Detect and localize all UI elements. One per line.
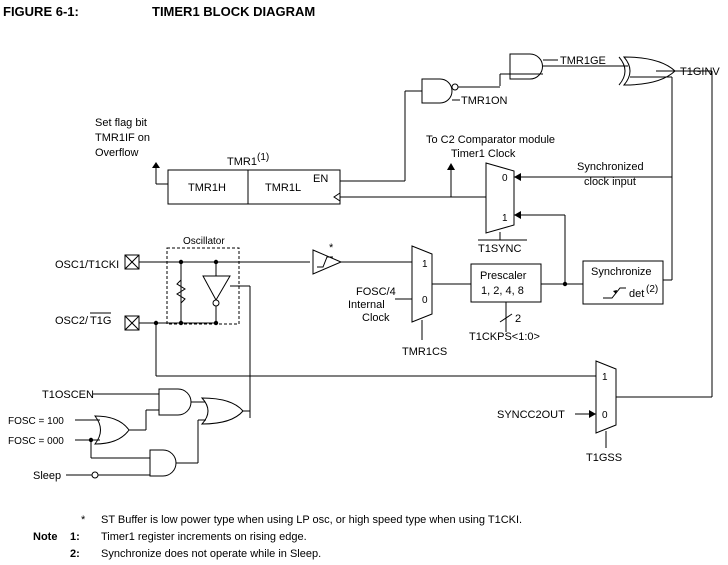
note-2-num: 2: — [70, 548, 80, 560]
label-sleep: Sleep — [33, 470, 61, 482]
tmr1h-register — [167, 169, 249, 205]
label-det-sup: (2) — [646, 284, 658, 295]
label-flag-1: Set flag bit — [95, 117, 147, 129]
mux-t1gss — [595, 360, 617, 434]
and-gate-tmr1ge — [509, 53, 543, 80]
label-prescaler-values: 1, 2, 4, 8 — [481, 285, 524, 297]
oscillator-box — [166, 247, 240, 325]
and-gate-sleep — [149, 449, 177, 477]
label-sync-in-2: clock input — [584, 176, 636, 188]
label-flag-3: Overflow — [95, 147, 138, 159]
label-t1sync: T1SYNC — [478, 243, 521, 255]
mux-t1gss-in0: 0 — [602, 410, 608, 421]
or-gate-fosc — [93, 415, 130, 445]
label-comp-1: To C2 Comparator module — [426, 134, 555, 146]
prescaler-block — [470, 263, 542, 303]
label-tmr1: TMR1 — [227, 156, 257, 168]
comp-arrow — [447, 163, 455, 170]
mux-tmr1cs-in0: 0 — [422, 295, 428, 306]
label-fosc-000: FOSC = 000 — [8, 436, 64, 447]
inverter-bubble — [451, 83, 459, 91]
mux-t1sync-in0: 0 — [502, 173, 508, 184]
label-en: EN — [313, 173, 328, 185]
and-gate-tmr1on — [421, 78, 453, 104]
st-buffer — [312, 249, 343, 275]
label-t1gss: T1GSS — [586, 452, 622, 464]
note-label: Note — [33, 531, 57, 543]
label-comp-2: Timer1 Clock — [451, 148, 516, 160]
mux-tmr1cs-in1: 1 — [422, 259, 428, 270]
label-tmr1ge: TMR1GE — [560, 55, 606, 67]
label-fosc-100: FOSC = 100 — [8, 416, 64, 427]
label-bus-width: 2 — [515, 313, 521, 325]
figure-number: FIGURE 6-1: — [3, 4, 79, 19]
label-prescaler: Prescaler — [480, 270, 527, 282]
label-det: det — [629, 288, 644, 300]
note-star-text: ST Buffer is low power type when using L… — [101, 514, 522, 526]
label-fosc4-2: Internal — [348, 299, 385, 311]
and-gate-oscen — [158, 388, 192, 416]
flag-arrow — [152, 162, 160, 168]
label-t1oscen: T1OSCEN — [42, 389, 94, 401]
note-1-text: Timer1 register increments on rising edg… — [101, 531, 307, 543]
clock-input-marker — [333, 192, 341, 202]
label-tmr1on: TMR1ON — [461, 95, 508, 107]
sleep-inverter-bubble — [91, 471, 99, 479]
label-osc2-t1g: T1G — [90, 315, 111, 327]
label-tmr1h: TMR1H — [188, 182, 226, 194]
label-star: * — [329, 242, 334, 254]
or-gate-out — [200, 397, 244, 425]
label-tmr1-sup: (1) — [257, 152, 269, 163]
label-oscillator: Oscillator — [183, 236, 225, 247]
label-t1ckps: T1CKPS<1:0> — [469, 331, 540, 343]
label-tmr1l: TMR1L — [265, 182, 301, 194]
label-osc1: OSC1/T1CKI — [55, 259, 119, 271]
mux-t1sync-in1: 1 — [502, 213, 508, 224]
label-osc2: OSC2/ — [55, 315, 89, 327]
label-tmr1cs: TMR1CS — [402, 346, 447, 358]
feedback-resistor — [176, 279, 186, 304]
synchronize-block — [582, 260, 664, 305]
xor-gate-t1ginv — [622, 56, 676, 86]
note-star-mark: * — [81, 514, 86, 526]
label-fosc4-3: Clock — [362, 312, 390, 324]
note-2-text: Synchronize does not operate while in Sl… — [101, 548, 321, 560]
tmr1l-register — [247, 169, 341, 205]
mux-t1sync — [485, 162, 515, 234]
mux-t1gss-in1: 1 — [602, 372, 608, 383]
label-t1ginv: T1GINV — [680, 66, 720, 78]
figure-title: TIMER1 BLOCK DIAGRAM — [152, 4, 315, 19]
label-sync-in-1: Synchronized — [577, 161, 644, 173]
mux-tmr1cs — [411, 245, 433, 323]
osc-inverter — [202, 275, 231, 302]
label-synchronize: Synchronize — [591, 266, 652, 278]
label-fosc4-1: FOSC/4 — [356, 286, 396, 298]
note-1-num: 1: — [70, 531, 80, 543]
label-flag-2: TMR1IF on — [95, 132, 150, 144]
label-syncc2out: SYNCC2OUT — [497, 409, 565, 421]
